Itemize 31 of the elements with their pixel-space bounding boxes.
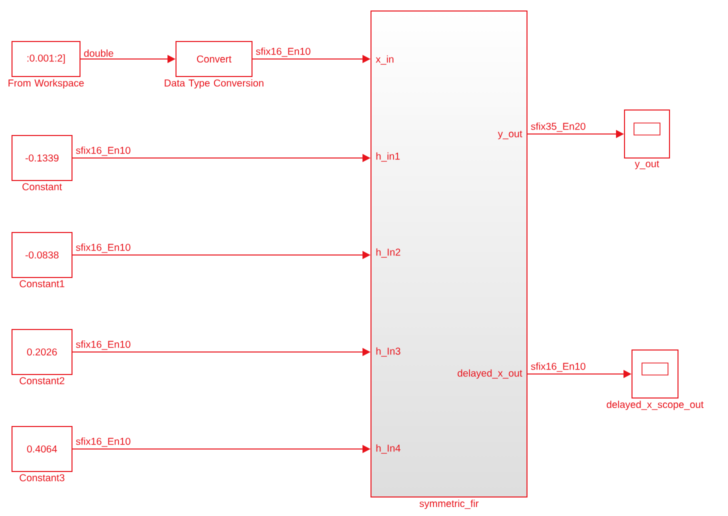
port-label: h_In2: [376, 248, 400, 258]
node-label: Constant2: [20, 377, 64, 384]
edge-label: sfix35_En20: [530, 122, 587, 133]
constant-block: 0.4064 Constant3: [12, 426, 72, 482]
node-label: Constant1: [20, 280, 64, 288]
constant-block: -0.0838 Constant1: [12, 232, 72, 288]
port-label: h_in1: [376, 152, 400, 162]
edge-label: sfix16_En10: [74, 242, 132, 254]
port-label: delayed_x_out: [458, 369, 522, 379]
edge-label: double: [82, 48, 115, 58]
edge-label: sfix16_En10: [254, 46, 312, 58]
constant-block: 0.2026 Constant2: [12, 329, 72, 384]
node-label: Constant: [22, 183, 62, 190]
port-label: x_in: [376, 55, 394, 65]
node-label: Data Type Conversion: [164, 79, 264, 89]
node-label: delayed_x_scope_out: [606, 400, 704, 410]
port-label: y_out: [498, 130, 522, 140]
node-label: y_out: [634, 160, 660, 170]
port-label: h_In3: [376, 347, 400, 357]
node-label: Constant3: [20, 474, 64, 482]
port-label: h_In4: [376, 444, 400, 454]
node-label: symmetric_fir: [420, 500, 479, 510]
scope-block: delayed_x_scope_out: [606, 350, 704, 410]
source-block: :0.001:2] From Workspace: [8, 41, 84, 89]
node-label: From Workspace: [8, 79, 84, 89]
edge-label: sfix16_En10: [74, 340, 132, 351]
edge-label: sfix16_En10: [74, 436, 132, 448]
scope-block: y_out: [624, 110, 670, 170]
edge-label: sfix16_En10: [530, 362, 587, 373]
edge-label: sfix16_En10: [74, 146, 132, 157]
constant-block: -0.1339 Constant: [12, 135, 72, 190]
